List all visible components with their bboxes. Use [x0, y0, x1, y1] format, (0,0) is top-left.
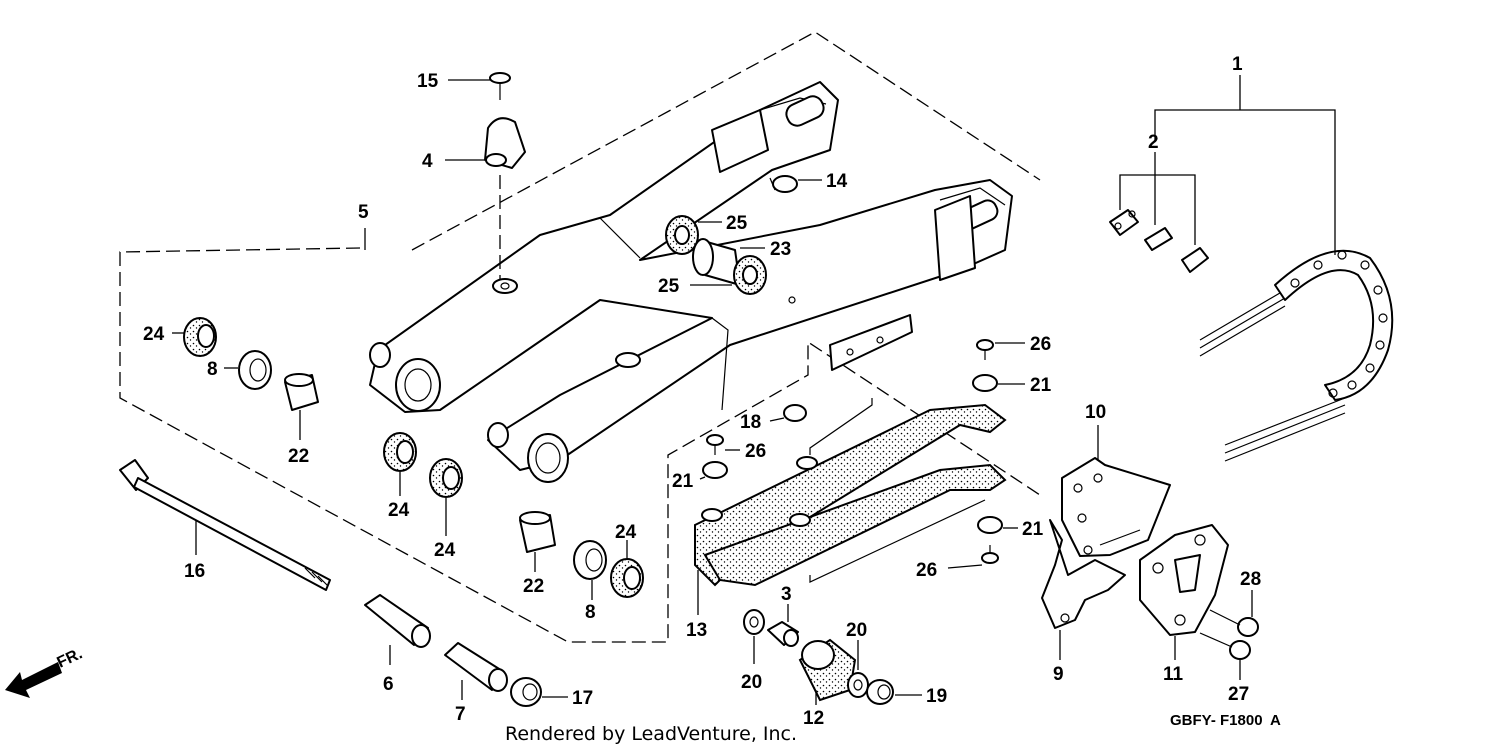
callout-5[interactable]: 5: [358, 202, 369, 223]
chain-slider-13[interactable]: [694, 403, 1007, 587]
callout-3[interactable]: 3: [781, 584, 792, 605]
dust-seal-24-middle-b[interactable]: [429, 458, 463, 498]
callout-25b[interactable]: 25: [658, 276, 680, 297]
callout-21c[interactable]: 21: [1022, 519, 1044, 540]
callout-9[interactable]: 9: [1053, 664, 1064, 685]
swingarm-assembly-boundary: [119, 247, 1041, 643]
callout-22a[interactable]: 22: [288, 446, 309, 467]
callout-17[interactable]: 17: [572, 688, 593, 709]
leader-21b: [699, 476, 706, 480]
dust-seal-25-lower[interactable]: [733, 255, 767, 295]
dust-seal-25-upper[interactable]: [665, 215, 699, 255]
leader-18: [769, 417, 785, 422]
callout-24d[interactable]: 24: [615, 522, 637, 543]
front-direction-label: FR.: [55, 645, 86, 671]
credit-text: Rendered by LeadVenture, Inc.: [505, 723, 797, 745]
pivot-bolt-16[interactable]: [119, 459, 331, 591]
callout-1[interactable]: 1: [1232, 54, 1243, 75]
callout-4[interactable]: 4: [422, 151, 433, 172]
needle-bearing-22-right[interactable]: [519, 511, 556, 553]
chain-guide-10[interactable]: [1061, 457, 1171, 557]
callout-22b[interactable]: 22: [523, 576, 544, 597]
nut-19[interactable]: [866, 679, 894, 705]
callout-8b[interactable]: 8: [585, 602, 596, 623]
callout-28[interactable]: 28: [1240, 569, 1261, 590]
roller-12[interactable]: [798, 638, 857, 702]
washer-20-right[interactable]: [847, 672, 869, 698]
dust-seal-24-left[interactable]: [183, 317, 217, 357]
chain-joint-2-clip[interactable]: [1181, 247, 1209, 273]
callout-25a[interactable]: 25: [726, 213, 748, 234]
callout-13[interactable]: 13: [686, 620, 707, 641]
diagram-revision: A: [1270, 712, 1281, 729]
needle-bearing-22-left[interactable]: [284, 373, 319, 411]
collar-3[interactable]: [767, 621, 799, 647]
screw-26-lower[interactable]: [981, 545, 999, 564]
chain-guide-plate-9[interactable]: [1041, 519, 1126, 629]
callout-23[interactable]: 23: [770, 239, 791, 260]
collar-7[interactable]: [444, 642, 508, 692]
collar-8-right[interactable]: [573, 540, 607, 580]
collar-21-upper[interactable]: [972, 374, 998, 392]
callout-11[interactable]: 11: [1163, 664, 1184, 685]
bolt-28[interactable]: [1209, 609, 1259, 637]
guide-bracket-11[interactable]: [1139, 524, 1229, 636]
callout-26c[interactable]: 26: [916, 560, 937, 581]
callout-7[interactable]: 7: [455, 704, 466, 725]
chain-joint-2-master-link[interactable]: [1109, 209, 1139, 236]
washer-20-left[interactable]: [743, 609, 765, 635]
leader-3-bracket: [809, 499, 986, 583]
callout-20b[interactable]: 20: [846, 620, 867, 641]
leader-1-bracket: [1154, 109, 1336, 255]
swingarm[interactable]: [369, 81, 1013, 483]
leader-26c: [947, 564, 983, 569]
bolt-15[interactable]: [489, 72, 511, 100]
callout-6[interactable]: 6: [383, 674, 394, 695]
callout-27[interactable]: 27: [1228, 684, 1249, 705]
callout-12[interactable]: 12: [803, 708, 824, 729]
collar-8-left[interactable]: [238, 350, 272, 390]
collar-23[interactable]: [692, 238, 741, 286]
callout-20a[interactable]: 20: [741, 672, 762, 693]
bolt-27[interactable]: [1199, 632, 1251, 660]
dust-seal-24-middle-a[interactable]: [383, 432, 417, 472]
nut-18[interactable]: [783, 404, 807, 422]
cap-14[interactable]: [769, 175, 798, 193]
dust-seal-24-right[interactable]: [610, 558, 644, 598]
collar-21-lower[interactable]: [977, 516, 1003, 534]
callout-26b[interactable]: 26: [745, 441, 766, 462]
leader-2-bracket: [1119, 174, 1196, 245]
callout-labels: 1 2 3 4 5 6 7 8 8 9 10 11 12 13 14 15 16…: [143, 54, 1261, 729]
drive-chain-1[interactable]: [1199, 249, 1394, 462]
callout-24b[interactable]: 24: [388, 500, 410, 521]
callout-21b[interactable]: 21: [672, 471, 694, 492]
callout-15[interactable]: 15: [417, 71, 439, 92]
callout-16[interactable]: 16: [184, 561, 205, 582]
hose-clamp-4[interactable]: [484, 117, 526, 169]
leader-guide-dash: [1099, 529, 1141, 546]
callout-21a[interactable]: 21: [1030, 375, 1052, 396]
callout-24a[interactable]: 24: [143, 324, 165, 345]
callout-8a[interactable]: 8: [207, 359, 218, 380]
callout-24c[interactable]: 24: [434, 540, 456, 561]
leader-3-bracket-top: [809, 398, 873, 455]
callout-14[interactable]: 14: [826, 171, 848, 192]
collar-6[interactable]: [364, 594, 431, 648]
front-direction-arrow-icon: [5, 662, 62, 698]
screw-26-upper[interactable]: [976, 339, 994, 360]
screw-26-middle[interactable]: [706, 434, 724, 455]
nut-17[interactable]: [510, 677, 542, 707]
callout-18[interactable]: 18: [740, 412, 761, 433]
diagram-code: GBFY- F1800: [1170, 712, 1263, 729]
callout-2[interactable]: 2: [1148, 132, 1159, 153]
callout-19[interactable]: 19: [926, 686, 947, 707]
swingarm-assembly-boundary-top: [411, 31, 1041, 251]
collar-21-middle[interactable]: [702, 461, 728, 479]
callout-10[interactable]: 10: [1085, 402, 1106, 423]
chain-joint-2-plate[interactable]: [1144, 227, 1173, 251]
callout-26a[interactable]: 26: [1030, 334, 1051, 355]
